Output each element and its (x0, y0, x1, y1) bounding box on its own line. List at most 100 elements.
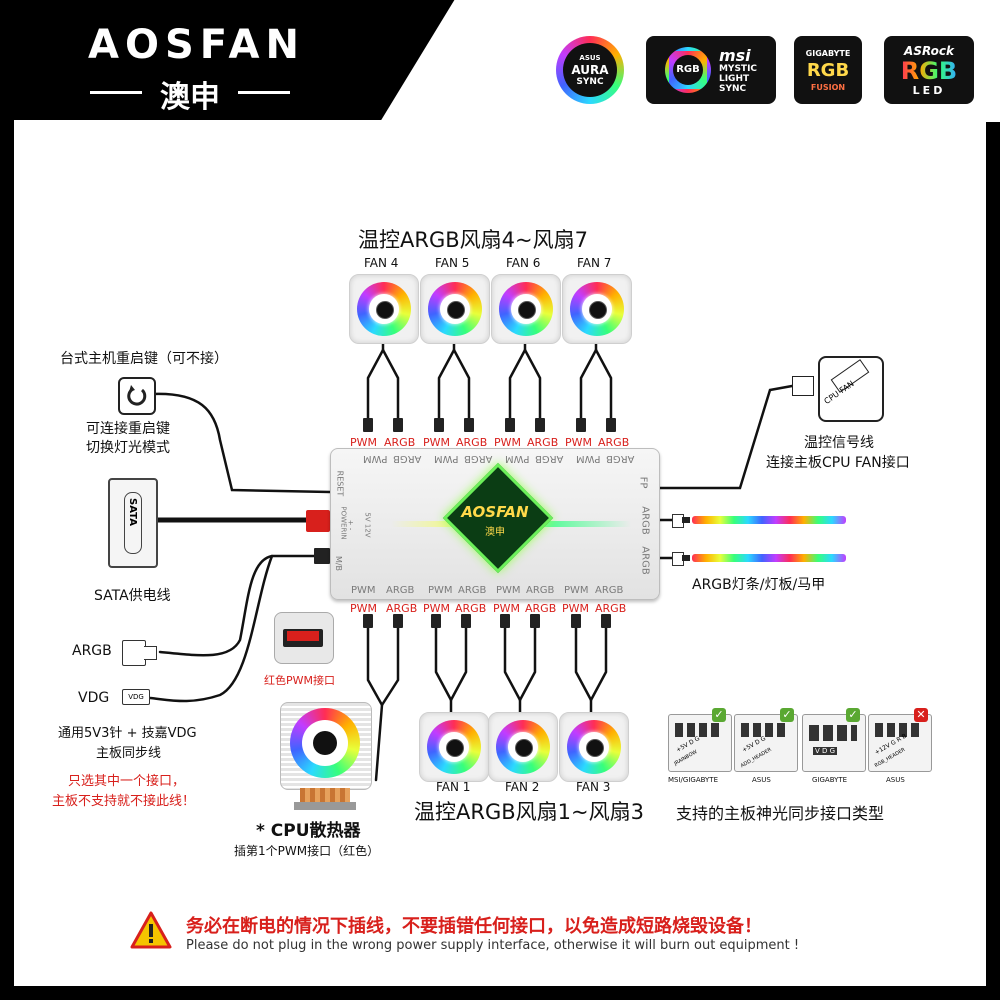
brand-sub: 澳申 (90, 72, 290, 116)
sata-power-plug-icon: SATA (108, 478, 158, 568)
logo-text: ASRock (904, 43, 954, 58)
fan-label: FAN 6 (506, 256, 541, 270)
argb-plug-tip (144, 646, 157, 660)
argb-label: ARGB (72, 643, 112, 659)
fan-hub: PWM ARGB PWM ARGB PWM ARGB PWM ARGB PWM … (330, 448, 660, 600)
header-type-asus-rgb-12v: +12V G R B RGB_HEADER (868, 714, 932, 772)
fan-label: FAN 3 (576, 780, 611, 794)
port-label-argb: ARGB (456, 436, 488, 449)
hub-side-text: M/B (334, 555, 344, 572)
reset-desc: 可连接重启键 (86, 421, 170, 437)
logo-text: SYNC (718, 83, 747, 94)
sata-plug-text: SATA (127, 498, 138, 526)
port-label-argb: ARGB (595, 602, 627, 615)
argb-plug-icon (122, 640, 146, 666)
logo-text: MYSTIC (718, 63, 758, 74)
sync-desc: 主板同步线 (96, 746, 162, 761)
warning-text-en: Please do not plug in the wrong power su… (186, 938, 800, 953)
hub-port-text: PWM (363, 453, 388, 464)
port-label-pwm: PWM (423, 436, 451, 449)
logo-text: msi (718, 45, 751, 65)
hub-port-text: ARGB (526, 585, 555, 596)
port-label-pwm: PWM (493, 602, 521, 615)
fan-label: FAN 7 (577, 256, 612, 270)
hub-side-text: FP (637, 476, 649, 489)
fan-label: FAN 5 (435, 256, 470, 270)
cpu-cooler-icon (280, 702, 372, 812)
hub-side-text: ARGB (639, 546, 651, 575)
hub-brand: AOSFAN (461, 503, 529, 521)
fan-4-icon (349, 274, 419, 344)
cpu-fan-header-icon: CPU FAN (818, 356, 884, 422)
reset-title: 台式主机重启键（可不接） (60, 351, 228, 367)
logo-asus-aura-sync: ASUS AURA SYNC (552, 36, 628, 104)
logo-text: ASUS (579, 54, 601, 62)
header-type-gigabyte-vdg: V D G (802, 714, 866, 772)
red-pwm-connector-icon (274, 612, 334, 664)
hub-side-text: + - (346, 519, 355, 531)
hub-port-text: ARGB (393, 453, 422, 464)
hub-port-text: PWM (576, 453, 601, 464)
argb-light-strip (692, 516, 846, 524)
vdg-plug-icon: VDG (122, 689, 150, 705)
brand-logo: AOSFAN (88, 22, 305, 68)
header-caption: ASUS (886, 776, 905, 784)
port-label-pwm: PWM (423, 602, 451, 615)
hub-side-text: ARGB (639, 506, 651, 535)
sata-label: SATA供电线 (94, 588, 171, 604)
logo-text: AURA (571, 63, 609, 77)
hub-light-bar (535, 521, 631, 527)
fan-1-icon (419, 712, 489, 782)
header-caption: ASUS (752, 776, 771, 784)
strip-label: ARGB灯条/灯板/马甲 (692, 577, 826, 593)
header-caption: MSI/GIGABYTE (668, 776, 719, 784)
hub-port-text: ARGB (595, 585, 624, 596)
fan-6-icon (491, 274, 561, 344)
fan-label: FAN 2 (505, 780, 540, 794)
hub-port-text: ARGB (386, 585, 415, 596)
port-label-pwm: PWM (494, 436, 522, 449)
vdg-label: VDG (78, 690, 110, 706)
header-caption: GIGABYTE (812, 776, 848, 784)
argb-strip-wire (682, 555, 690, 561)
signal-desc: 连接主板CPU FAN接口 (766, 455, 910, 471)
reset-desc: 切换灯光模式 (86, 440, 170, 456)
logo-msi-mystic-light: RGB msi MYSTIC LIGHT SYNC (646, 36, 776, 104)
logo-text: LED (912, 83, 946, 97)
logo-text: LIGHT (718, 73, 750, 84)
fan-3-icon (559, 712, 629, 782)
fan-2-icon (488, 712, 558, 782)
fan-5-icon (420, 274, 490, 344)
unsupported-cross-icon: ✕ (914, 708, 928, 722)
logo-asrock-rgb-led: ASRock RGB LED (884, 36, 974, 104)
hub-port-text: PWM (496, 585, 521, 596)
reset-button-icon (118, 377, 156, 415)
argb-light-strip (692, 554, 846, 562)
hub-port-text: ARGB (458, 585, 487, 596)
sync-warning: 主板不支持就不接此线！ (52, 794, 196, 809)
port-label-pwm: PWM (350, 602, 378, 615)
header-type-asus-argb: +5V D G ADD_HEADER (734, 714, 798, 772)
warning-icon (130, 911, 172, 949)
port-label-argb: ARGB (455, 602, 487, 615)
fan-label: FAN 1 (436, 780, 471, 794)
port-label-argb: ARGB (384, 436, 416, 449)
port-label-argb: ARGB (525, 602, 557, 615)
hub-side-text: 5V 12V (363, 512, 372, 538)
red-pwm-label: 红色PWM接口 (264, 674, 336, 687)
hub-port-text: PWM (428, 585, 453, 596)
logo-text: RGB (806, 59, 850, 81)
logo-text: RGB (900, 56, 958, 85)
signal-title: 温控信号线 (804, 435, 874, 451)
fan-label: FAN 4 (364, 256, 399, 270)
warning-text-cn: 务必在断电的情况下插线，不要插错任何接口，以免造成短路烧毁设备！ (186, 916, 762, 937)
argb-strip-wire (682, 517, 690, 523)
cooler-desc: 插第1个PWM接口（红色） (234, 844, 380, 858)
port-label-argb: ARGB (527, 436, 559, 449)
cooler-title: * CPU散热器 (256, 821, 361, 841)
header-type-msi-gigabyte: +5V D G JRAINBOW (668, 714, 732, 772)
logo-text: FUSION (810, 82, 846, 92)
logo-gigabyte-rgb-fusion: GIGABYTE RGB FUSION (794, 36, 862, 104)
hub-port-text: PWM (434, 453, 459, 464)
